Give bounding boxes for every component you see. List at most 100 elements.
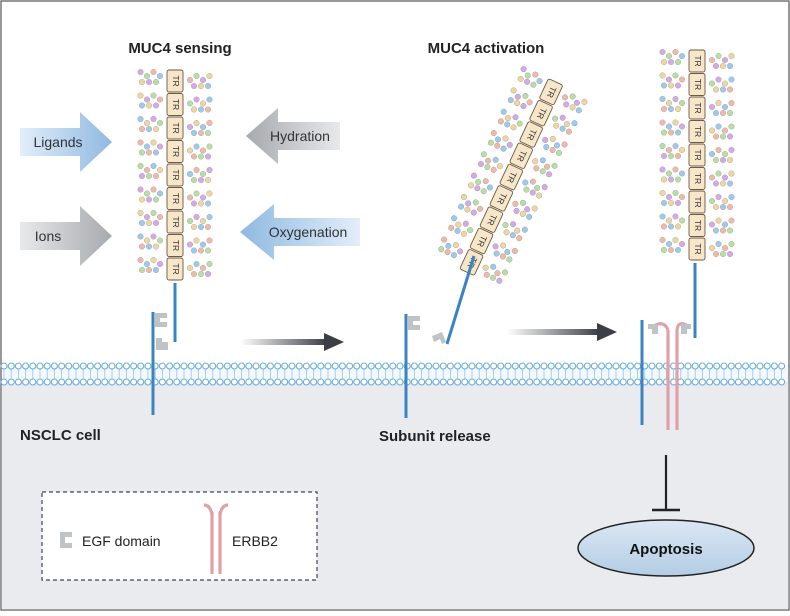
lipid-head (511, 378, 519, 386)
lipid-head (245, 378, 253, 386)
glycan (144, 143, 150, 150)
glycan (554, 142, 560, 149)
lipid-head (79, 378, 87, 386)
glycan (728, 147, 735, 153)
glycan (198, 106, 204, 113)
tr-block: TR (688, 143, 706, 167)
lipid-head (389, 378, 397, 386)
glycan (562, 94, 569, 101)
lipid-head (374, 362, 382, 370)
glycan (661, 176, 667, 183)
glycan (206, 73, 213, 79)
lipid-head (533, 378, 541, 386)
tr-block: TR (469, 227, 494, 255)
glycan (511, 248, 518, 254)
glycan (490, 263, 497, 270)
glycan (157, 120, 163, 126)
glycan (460, 230, 467, 237)
glycan (153, 79, 159, 85)
lipid-head (734, 362, 742, 370)
glycan (659, 190, 666, 196)
lipid-head (540, 362, 548, 370)
glycan (539, 157, 546, 164)
glycan (522, 179, 529, 186)
cell-membrane (0, 362, 788, 386)
glycan (709, 80, 715, 87)
glycan (679, 76, 685, 83)
lipid-head (158, 378, 166, 386)
glycan (679, 123, 685, 130)
lipid-head (194, 378, 202, 386)
glycan (516, 235, 523, 242)
lipid-head (612, 378, 620, 386)
lipid-head (324, 378, 332, 386)
lipid-head (259, 378, 267, 386)
glycan (504, 115, 511, 122)
glycan (728, 217, 735, 224)
tr-label: TR (693, 55, 703, 66)
lipid-head (14, 378, 22, 386)
lipid-head (122, 378, 130, 386)
glycan (200, 100, 206, 107)
lipid-head (475, 362, 483, 370)
glycan (191, 200, 197, 207)
glycan (659, 119, 666, 126)
lipid-head (763, 378, 771, 386)
glycan (139, 102, 145, 109)
tr-label: TR (171, 240, 181, 251)
egf-domain (681, 324, 691, 334)
glycan (187, 100, 193, 107)
glycan (517, 75, 524, 82)
glycan (490, 166, 497, 173)
glycan (727, 227, 733, 234)
lipid-head (187, 362, 195, 370)
glycan (150, 163, 157, 169)
glycan (516, 120, 523, 127)
glycan (715, 100, 722, 106)
title-sensing: MUC4 sensing (128, 40, 231, 57)
glycan (474, 185, 481, 192)
glycan (187, 171, 193, 177)
glycan (198, 247, 204, 254)
lipid-head (295, 362, 303, 370)
lipid-head (605, 362, 613, 370)
lipid-head (360, 378, 368, 386)
glycan (526, 99, 533, 106)
tr-block: TR (688, 167, 706, 190)
glycan (205, 177, 211, 183)
glycan (438, 246, 445, 253)
glycan (709, 198, 715, 204)
glycan (581, 98, 588, 105)
glycan (675, 176, 681, 183)
glycan (722, 80, 728, 87)
lipid-head (677, 378, 685, 386)
tr-block: TR (529, 100, 553, 127)
glycan (720, 227, 726, 234)
tr-label: TR (515, 149, 529, 164)
glycan (720, 133, 726, 140)
glycan (137, 257, 144, 263)
glycan (205, 106, 211, 113)
lipid-head (778, 362, 786, 370)
glycan (198, 200, 204, 207)
glycan (193, 120, 200, 126)
glycan (137, 163, 144, 169)
lipid-head (576, 378, 584, 386)
glycan (492, 243, 499, 250)
lipid-head (36, 378, 44, 386)
glycan (464, 206, 471, 213)
glycan (559, 114, 566, 121)
glycan (441, 236, 448, 243)
tr-label: TR (171, 146, 181, 157)
glycan (191, 130, 197, 136)
glycan (198, 83, 204, 89)
tr-block: TR (166, 69, 184, 93)
glycan (193, 190, 200, 197)
glycan (549, 136, 556, 142)
glycan (679, 194, 685, 200)
lipid-head (266, 378, 274, 386)
tr-label: TR (693, 149, 703, 160)
tr-label: TR (171, 99, 181, 110)
glycan (709, 221, 715, 228)
lipid-head (497, 362, 505, 370)
